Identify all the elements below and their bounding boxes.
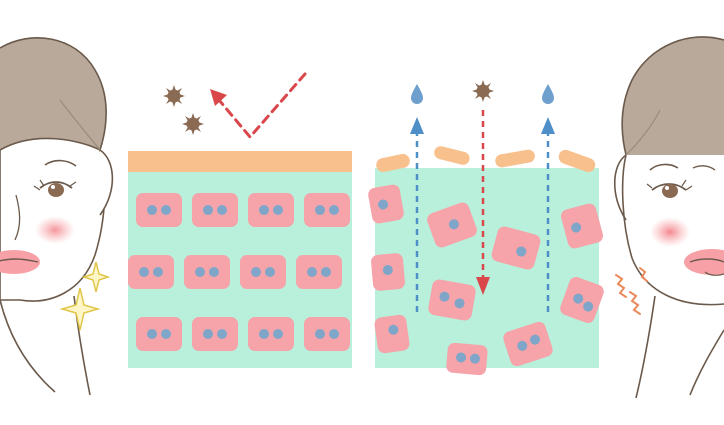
skin-cell [136, 317, 182, 351]
irritation-lines-icon [615, 267, 648, 315]
skin-cell [248, 317, 294, 351]
irritant-particle-icon [472, 80, 494, 102]
water-drop-icon [542, 84, 554, 104]
skin-cell [296, 255, 342, 289]
left-cell-rows [128, 193, 350, 351]
skin-cell [128, 255, 174, 289]
left-face-healthy [0, 37, 114, 396]
scattered-cells [368, 184, 604, 376]
skin-cell [240, 255, 286, 289]
left-particles [163, 85, 204, 135]
deflected-arrow [210, 72, 307, 140]
right-skin-panel [368, 146, 604, 376]
skin-cell [192, 317, 238, 351]
skin-cell [184, 255, 230, 289]
sparkle-icon [59, 261, 111, 331]
irritant-particle-icon [163, 85, 185, 107]
water-loss-arrows [410, 84, 555, 312]
skin-cell [304, 317, 350, 351]
irritant-entry-arrow [472, 80, 494, 295]
water-drop-icon [411, 84, 423, 104]
skin-cell [136, 193, 182, 227]
intact-barrier-layer [128, 151, 352, 172]
skin-cell [304, 193, 350, 227]
skin-cell [248, 193, 294, 227]
irritant-particle-icon [182, 113, 204, 135]
right-face-irritated [614, 36, 724, 399]
broken-barrier-layer [376, 146, 596, 173]
left-skin-panel [128, 151, 352, 368]
skin-cell [192, 193, 238, 227]
